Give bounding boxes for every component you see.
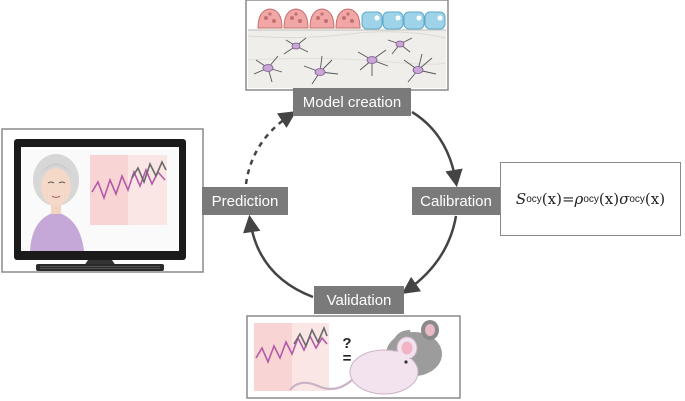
formula-equals: = <box>561 190 575 208</box>
validation-label: Validation <box>314 286 404 314</box>
formula-density-subscript: ocy <box>583 193 599 205</box>
computer-monitor-icon <box>14 139 186 266</box>
formula-density-argument: (x) <box>598 190 620 208</box>
formula-lhs-subscript: ocy <box>526 193 542 205</box>
formula-stress-subscript: ocy <box>629 193 645 205</box>
elderly-woman-illustration <box>30 154 84 251</box>
formula-stress-argument: (x) <box>644 190 666 208</box>
arrow-calibration-to-validation <box>401 215 458 294</box>
keyboard-icon <box>36 264 164 271</box>
mouse-illustration <box>289 320 442 395</box>
formula-stress-symbol: σ <box>619 190 630 208</box>
bone-tissue-illustration <box>245 0 449 91</box>
formula-density-symbol: ρ <box>574 190 584 208</box>
prediction-label: Prediction <box>202 187 288 215</box>
arrow-model-to-calibration <box>411 110 463 188</box>
model-creation-label: Model creation <box>293 88 411 116</box>
arrow-prediction-to-model-dashed <box>244 111 297 185</box>
calibration-label: Calibration <box>412 187 500 215</box>
validation-question-mark: ? <box>342 335 351 352</box>
formula-lhs-symbol: S <box>515 190 527 208</box>
arrow-validation-to-prediction <box>243 214 314 299</box>
formula-lhs-argument: (x) <box>541 190 562 208</box>
validation-equals-sign: = <box>343 350 352 367</box>
